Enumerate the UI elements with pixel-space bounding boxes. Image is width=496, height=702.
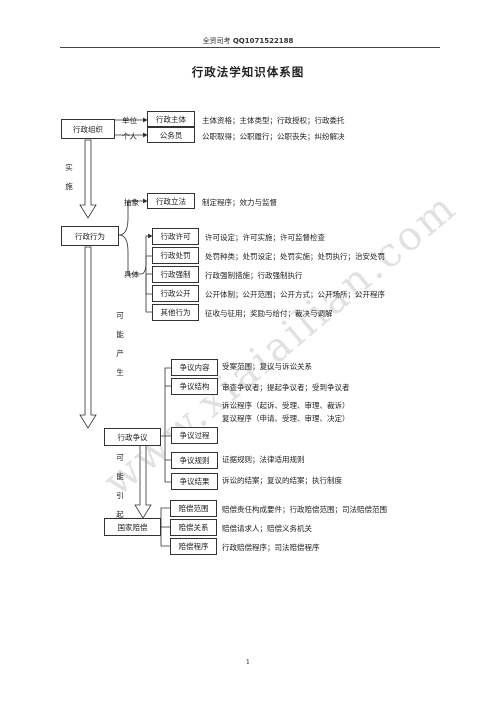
box-other-actions: 其他行为	[152, 304, 199, 321]
text-comp-procedure: 行政赔偿程序；司法赔偿程序	[222, 543, 320, 552]
box-admin-enforcement: 行政强制	[152, 266, 199, 283]
text-admin-penalty: 处罚种类；处罚设定；处罚实施；处罚执行；治安处罚	[205, 252, 385, 261]
label-may-produce-char: 产	[116, 349, 124, 358]
box-dispute-result: 争议结果	[171, 473, 218, 490]
label-may-cause-char: 引	[116, 491, 124, 500]
node-state-compensation: 国家赔偿	[104, 518, 161, 536]
text-admin-license: 许可设定；许可实施；许可监督检查	[205, 233, 325, 242]
label-may-cause-char: 起	[116, 510, 124, 519]
label-implement-char: 实	[65, 163, 73, 172]
box-dispute-content: 争议内容	[171, 359, 218, 376]
text-admin-legislation: 制定程序；效力与监督	[202, 198, 277, 207]
text-admin-subject: 主体资格；主体类型；行政授权；行政委托	[202, 116, 345, 125]
box-dispute-structure: 争议结构	[171, 378, 218, 395]
page-title: 行政法学知识体系图	[191, 65, 305, 79]
label-implement-char: 施	[65, 182, 73, 191]
box-civil-servant: 公务员	[147, 127, 195, 143]
text-dispute-result: 诉讼的结案；复议的结案；执行制度	[222, 476, 342, 485]
text-comp-scope: 赔偿责任构成要件；行政赔偿范围；司法赔偿范围	[222, 505, 387, 514]
box-admin-legislation: 行政立法	[147, 193, 195, 209]
label-may-cause: 可 能 引 起	[115, 448, 125, 524]
header-rule	[60, 47, 440, 48]
box-comp-procedure: 赔偿程序	[170, 538, 217, 555]
header-prefix: 全资司考	[202, 37, 231, 45]
header-qq: QQ1071522188	[232, 37, 294, 45]
label-implement: 实 施	[64, 158, 74, 196]
node-admin-dispute: 行政争议	[104, 428, 161, 446]
node-admin-action: 行政行为	[61, 226, 119, 246]
box-dispute-rules: 争议规则	[171, 452, 218, 469]
label-concrete: 具体	[124, 270, 139, 279]
label-abstract: 抽象	[124, 198, 139, 207]
text-other-actions: 征收与征用；奖励与给付；裁决与调解	[205, 309, 333, 318]
box-comp-scope: 赔偿范围	[170, 500, 217, 517]
text-dispute-structure: 审查争议者；提起争议者；受到争议者	[222, 383, 350, 392]
box-admin-subject: 行政主体	[147, 111, 195, 127]
text-dispute-rules: 证据规则；法律适用规则	[222, 455, 305, 464]
box-dispute-process: 争议过程	[171, 427, 218, 444]
page-header: 全资司考 QQ1071522188	[0, 36, 496, 46]
node-admin-organization: 行政组织	[61, 119, 115, 139]
label-may-cause-char: 可	[116, 453, 124, 462]
label-may-produce-char: 可	[116, 311, 124, 320]
text-civil-servant: 公职取得；公职履行；公职丧失；纠纷解决	[202, 132, 345, 141]
page-number: 1	[245, 658, 251, 666]
text-admin-disclosure: 公开体制；公开范围；公开方式；公开场所；公开程序	[205, 290, 385, 299]
text-admin-enforcement: 行政强制措施；行政强制执行	[205, 271, 303, 280]
text-dispute-content: 受案范围；复议与诉讼关系	[222, 362, 312, 371]
label-individual: 个人	[122, 132, 137, 141]
box-admin-license: 行政许可	[152, 228, 199, 245]
box-comp-relation: 赔偿关系	[170, 519, 217, 536]
text-review-procedure: 复议程序（申请、受理、审理、决定）	[222, 414, 350, 423]
label-may-cause-char: 能	[116, 472, 124, 481]
label-may-produce: 可 能 产 生	[115, 306, 125, 382]
text-litigation-procedure: 诉讼程序（起诉、受理、审理、裁诉）	[222, 401, 350, 410]
box-admin-disclosure: 行政公开	[152, 285, 199, 302]
label-unit: 单位	[122, 116, 137, 125]
text-comp-relation: 赔偿请求人；赔偿义务机关	[222, 524, 312, 533]
label-may-produce-char: 能	[116, 330, 124, 339]
box-admin-penalty: 行政处罚	[152, 247, 199, 264]
label-may-produce-char: 生	[116, 368, 124, 377]
